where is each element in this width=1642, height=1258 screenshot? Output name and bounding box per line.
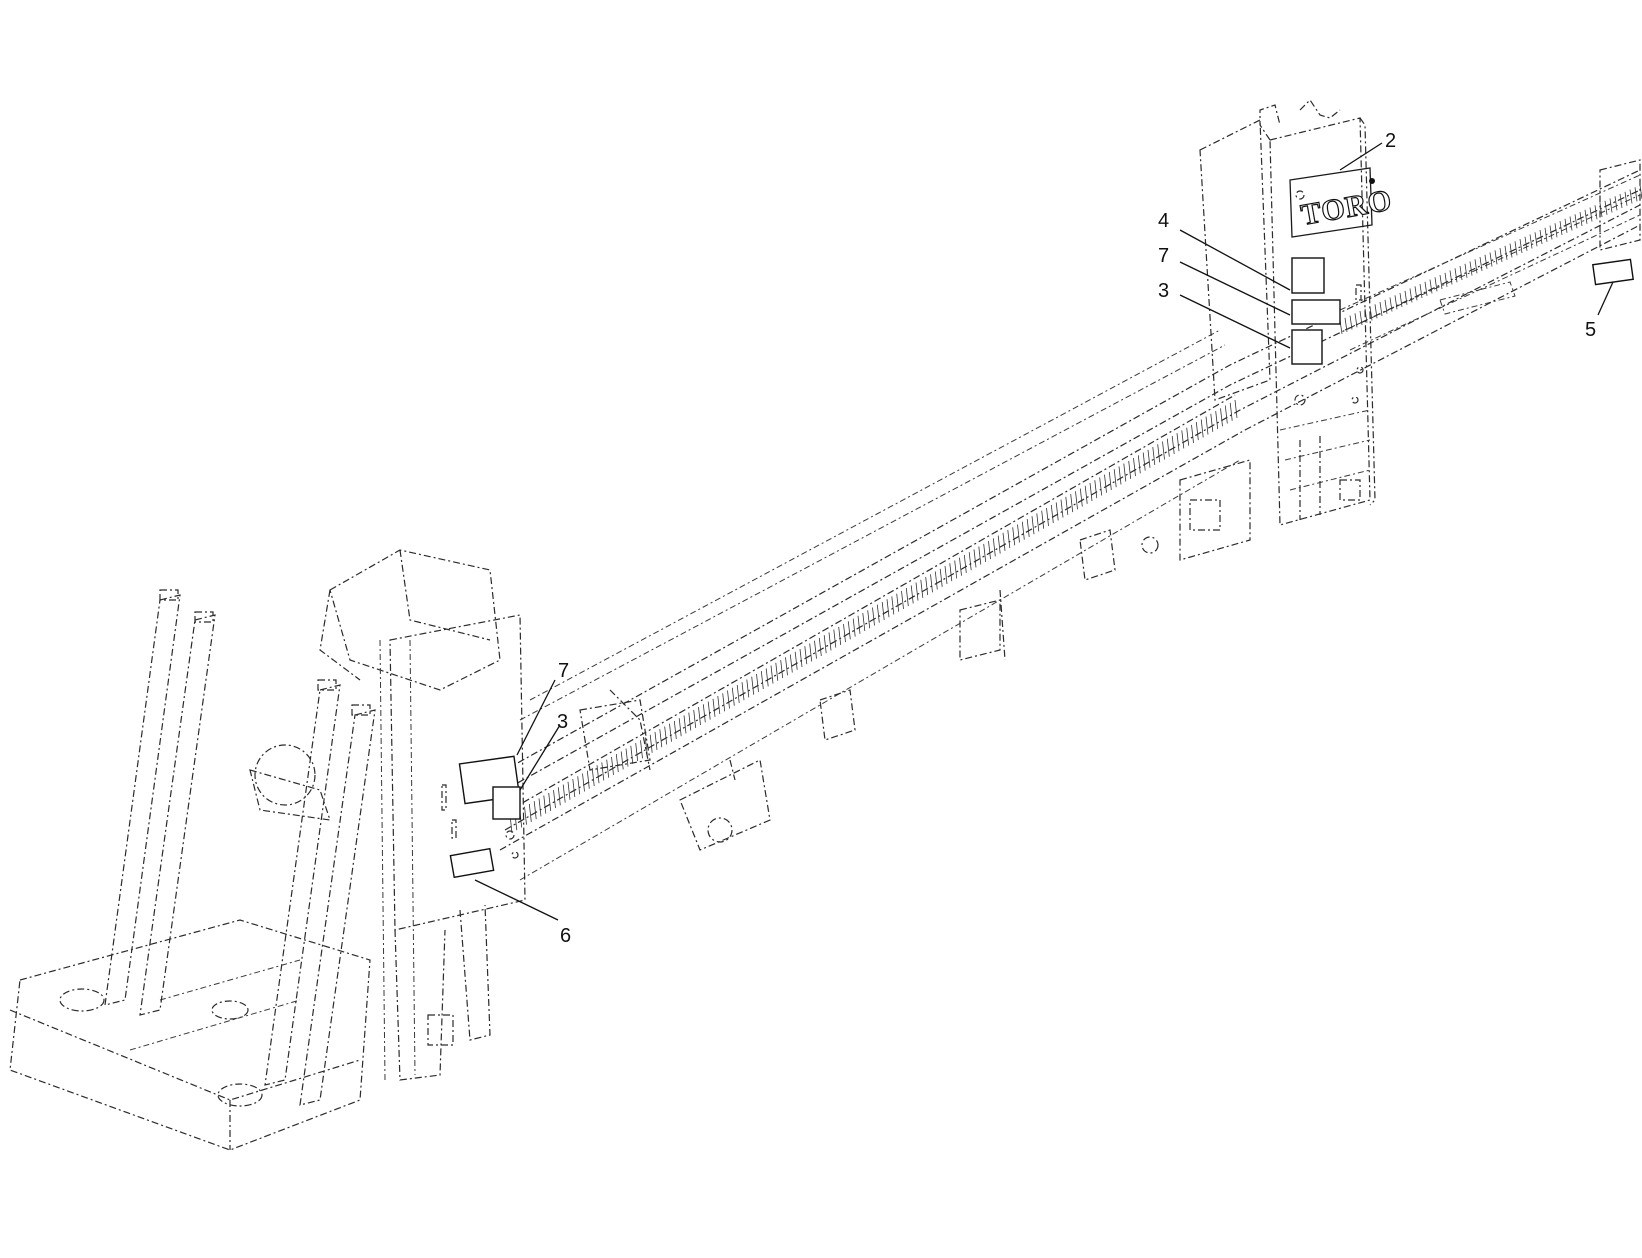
toro-logo: TORO	[1299, 183, 1395, 231]
left-decal-3	[492, 786, 521, 820]
left-decal-6	[449, 847, 495, 879]
callout-6: 6	[560, 925, 571, 947]
right-decal-7	[1291, 299, 1341, 325]
left-tower	[319, 549, 526, 1081]
callout-2: 2	[1385, 130, 1396, 152]
callout-7-left: 7	[558, 660, 569, 682]
rack-tooth-lines	[509, 184, 1642, 834]
base-frame	[9, 589, 376, 1151]
rail-brackets	[579, 459, 1251, 851]
callout-5: 5	[1585, 319, 1596, 341]
callout-7-right: 7	[1158, 245, 1169, 267]
toro-logo-plate	[1289, 167, 1373, 238]
callout-3-right: 3	[1158, 280, 1169, 302]
rail-assembly	[499, 159, 1642, 881]
right-decal-3	[1291, 329, 1323, 365]
right-tower: TORO	[1199, 99, 1395, 526]
callout-3-left: 3	[557, 711, 568, 733]
rail-end-decal	[1592, 258, 1634, 286]
callouts: 2 4 7 3 5 7 3 6	[474, 130, 1614, 947]
callout-4: 4	[1158, 210, 1169, 232]
right-decal-4	[1291, 257, 1325, 294]
rack-teeth	[509, 184, 1642, 834]
